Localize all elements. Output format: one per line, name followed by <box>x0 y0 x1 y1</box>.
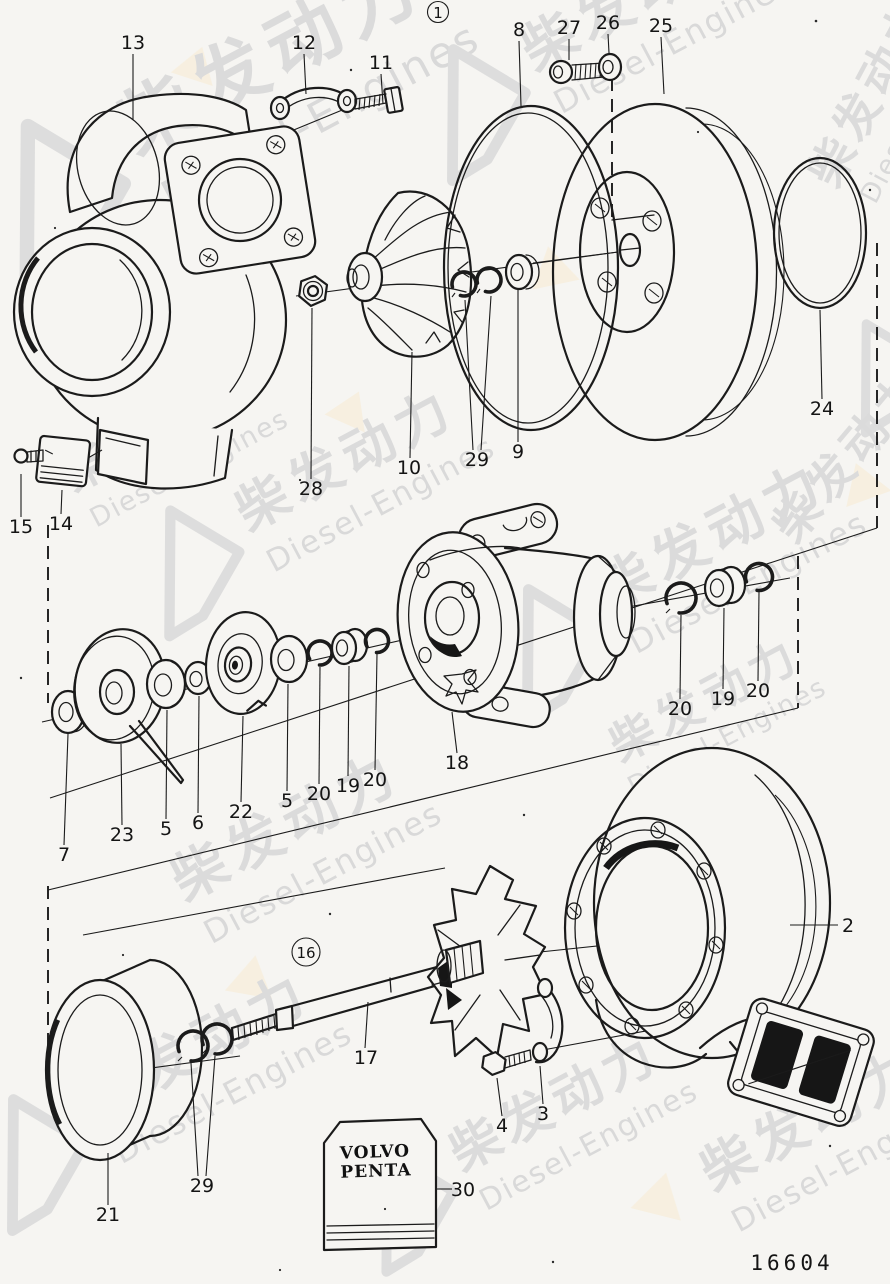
part-21-inlet-ring <box>44 958 204 1162</box>
callout-label-15: 15 <box>9 516 33 538</box>
callout-label-11: 11 <box>369 52 393 74</box>
callout-label-21: 21 <box>96 1204 120 1226</box>
part-29-retaining-rings-lower <box>176 1022 234 1063</box>
callout-label-5: 5 <box>160 818 172 840</box>
callout-circle-1 <box>426 0 450 24</box>
watermark-unit: 柴发动力 Diesel-Engines <box>798 0 890 209</box>
part-11-bolt <box>354 86 404 114</box>
part-19-bearing <box>330 627 369 666</box>
watermark-cn: 柴发动力 <box>762 358 890 552</box>
part-25-seal-housing <box>532 78 785 442</box>
part-20-piston-ring <box>306 639 334 667</box>
part-17-shaft <box>230 962 451 1042</box>
part-30-brand-box: VOLVO PENTA <box>322 1117 438 1252</box>
callout-label-23: 23 <box>110 824 134 846</box>
part-8-backplate <box>442 104 620 432</box>
part-29-retaining-rings <box>450 266 503 298</box>
callout-label-12: 12 <box>292 32 316 54</box>
callout-labels: 1 13 12 11 8 27 26 25 24 28 10 29 9 15 1… <box>9 0 854 1226</box>
part-4-bolt <box>481 1049 532 1076</box>
callout-label-19a: 19 <box>336 775 360 797</box>
callout-label-25: 25 <box>649 15 673 37</box>
drawing-number: 16604 <box>750 1251 833 1275</box>
callout-label-29b: 29 <box>190 1175 214 1197</box>
callout-label-20b: 20 <box>363 769 387 791</box>
part-19-bearing-2 <box>703 565 747 608</box>
assembly-line <box>87 449 103 459</box>
watermark-unit <box>860 319 890 438</box>
callout-label-6: 6 <box>192 812 204 834</box>
callout-label-29: 29 <box>465 449 489 471</box>
part-5-washer <box>145 658 187 710</box>
watermark-unit: 柴发动力 <box>762 358 890 552</box>
part-13-turbo-housing <box>12 92 317 490</box>
part-2-turbine-housing <box>563 746 875 1127</box>
part-5-washer-2 <box>269 634 309 684</box>
part-26-washer <box>597 52 623 82</box>
part-24-o-ring <box>772 156 868 310</box>
callout-label-18: 18 <box>445 752 469 774</box>
callout-label-7: 7 <box>58 844 70 866</box>
brand-triangle-logo-watermark <box>860 319 890 438</box>
callout-label-20d: 20 <box>746 680 770 702</box>
callout-label-20c: 20 <box>668 698 692 720</box>
callout-label-17: 17 <box>354 1047 378 1069</box>
brand-box-line1: VOLVO <box>338 1141 410 1163</box>
diagram-line-art: VOLVO PENTA <box>12 52 875 1252</box>
part-20-piston-ring-2 <box>363 627 391 655</box>
callout-label-1: 1 <box>433 4 443 22</box>
callout-label-14: 14 <box>49 513 73 535</box>
brand-box-line2: PENTA <box>340 1160 412 1182</box>
callout-label-27: 27 <box>557 17 581 39</box>
part-22-slinger <box>204 611 282 715</box>
callout-label-20a: 20 <box>307 783 331 805</box>
callout-label-9: 9 <box>512 441 524 463</box>
part-20-circlip-3 <box>664 581 698 615</box>
part-18-bearing-housing <box>396 502 636 729</box>
callout-label-19b: 19 <box>711 688 735 710</box>
callout-label-10: 10 <box>397 457 421 479</box>
leader-lines <box>20 33 838 1205</box>
part-17-turbine-wheel <box>426 864 548 1059</box>
callout-label-4: 4 <box>496 1115 508 1137</box>
part-14-plate <box>35 434 92 488</box>
part-3-lock-plate <box>531 977 564 1064</box>
part-12-clamp <box>269 86 358 121</box>
callout-circle-16 <box>291 937 321 967</box>
callout-label-13: 13 <box>121 32 145 54</box>
callout-label-5b: 5 <box>281 790 293 812</box>
callout-label-2: 2 <box>842 915 854 937</box>
watermark-unit: 柴发动力 Diesel-Engines <box>161 740 449 951</box>
callout-label-28: 28 <box>299 478 323 500</box>
callout-label-30: 30 <box>451 1179 475 1201</box>
callout-layer: 1 13 12 11 8 27 26 25 24 28 10 29 9 15 1… <box>9 0 854 1275</box>
callout-label-26: 26 <box>596 12 620 34</box>
callout-label-24: 24 <box>810 398 834 420</box>
brand-triangle-logo-watermark <box>447 44 531 186</box>
part-10-compressor-wheel <box>346 190 473 358</box>
callout-label-22: 22 <box>229 801 253 823</box>
paper-speckles <box>19 19 872 1272</box>
callout-label-16: 16 <box>296 944 315 962</box>
part-28-nut <box>298 275 329 307</box>
part-6-washer <box>183 660 213 696</box>
callout-label-8: 8 <box>513 19 525 41</box>
part-9-seal-ring <box>504 253 540 291</box>
callout-label-3: 3 <box>537 1103 549 1125</box>
part-20-circlip-4 <box>743 561 775 593</box>
part-15-screw <box>13 448 44 464</box>
brand-triangle-logo-watermark <box>164 505 245 642</box>
